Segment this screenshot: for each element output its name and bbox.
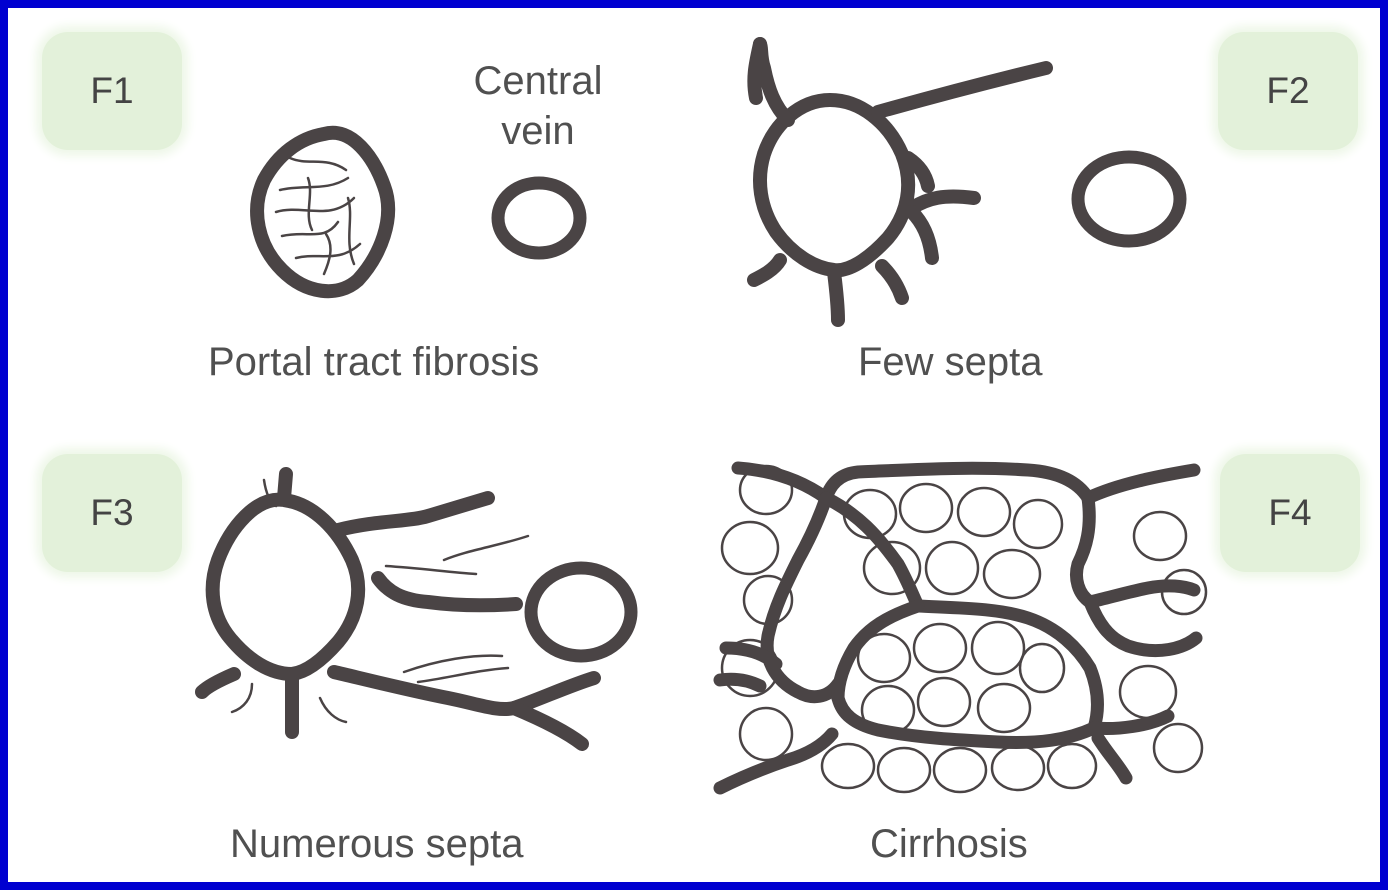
f2-portal-tract bbox=[760, 100, 908, 270]
f2-septum bbox=[834, 272, 838, 320]
f2-central-vein bbox=[1078, 157, 1180, 241]
f1-drawing bbox=[257, 133, 580, 291]
f2-septum bbox=[882, 266, 902, 298]
f2-drawing bbox=[754, 44, 1180, 320]
f3-septum bbox=[202, 674, 234, 692]
f2-septum bbox=[878, 68, 1046, 112]
f3-septum bbox=[284, 474, 286, 498]
f2-septum bbox=[912, 196, 974, 208]
f4-drawing bbox=[720, 466, 1206, 792]
diagram-panel: F1 F2 F3 F4 Central vein Portal tract fi… bbox=[8, 8, 1380, 882]
f2-septum bbox=[912, 212, 932, 258]
f1-fibrosis-strands bbox=[276, 158, 360, 274]
f1-central-vein bbox=[498, 183, 580, 253]
f3-septum bbox=[378, 578, 516, 605]
fibrosis-illustrations bbox=[8, 8, 1380, 882]
f3-central-vein bbox=[531, 568, 631, 656]
f3-septum bbox=[338, 498, 488, 530]
f3-septum bbox=[514, 708, 582, 744]
f2-septum bbox=[754, 260, 780, 280]
f3-drawing bbox=[202, 474, 631, 744]
f2-septum bbox=[754, 44, 760, 98]
f3-septum bbox=[334, 672, 594, 709]
